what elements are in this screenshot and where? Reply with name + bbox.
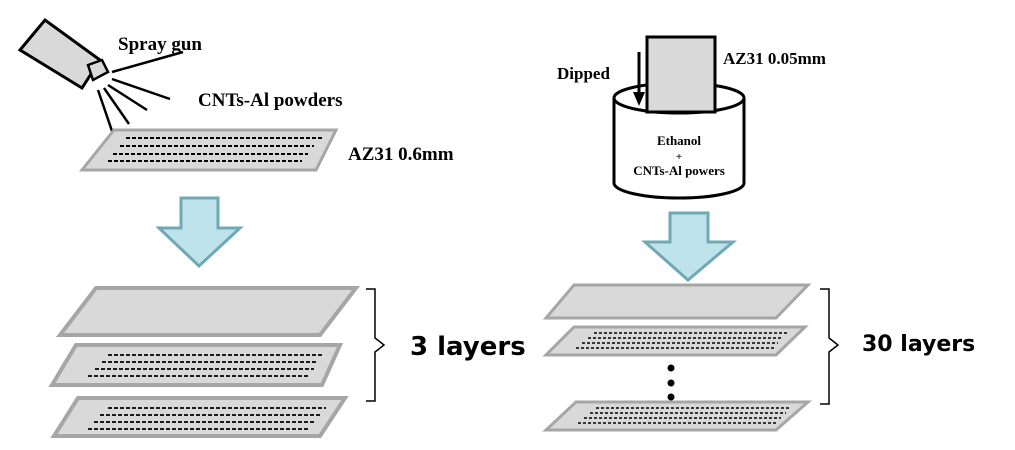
solution-line-plus: + bbox=[676, 151, 682, 163]
az31-sheet-sprayed bbox=[78, 128, 339, 172]
sheet-thickness-label: AZ31 0.6mm bbox=[348, 144, 454, 165]
stack-coated-plate bbox=[48, 343, 344, 387]
down-arrow bbox=[641, 211, 738, 282]
solution-label: Ethanol + CNTs-Al powers bbox=[633, 133, 725, 178]
layer-brace bbox=[820, 288, 840, 405]
az31-thin-sheet bbox=[645, 35, 717, 114]
spray-gun-label: Spray gun bbox=[118, 34, 202, 55]
stack-top-plate bbox=[542, 283, 812, 320]
ellipsis-dots bbox=[667, 364, 675, 401]
thin-sheet-label: AZ31 0.05mm bbox=[723, 49, 826, 68]
dipped-label: Dipped bbox=[557, 64, 610, 83]
layer-brace bbox=[366, 288, 386, 402]
solution-line-ethanol: Ethanol bbox=[657, 133, 701, 148]
stack-coated-plate bbox=[50, 396, 349, 438]
solution-line-powders: CNTs-Al powers bbox=[633, 163, 725, 178]
stack-top-plate bbox=[55, 286, 361, 337]
powder-label: CNTs-Al powders bbox=[198, 90, 342, 111]
spray-lines bbox=[96, 50, 184, 132]
down-arrow bbox=[155, 196, 244, 269]
layer-count-label: 3 layers bbox=[410, 332, 526, 362]
stack-coated-plate bbox=[542, 400, 812, 432]
stack-coated-plate bbox=[542, 325, 809, 357]
layer-count-label: 30 layers bbox=[862, 332, 975, 357]
spray-gun-icon bbox=[17, 17, 110, 91]
dip-arrow-icon bbox=[633, 52, 645, 106]
